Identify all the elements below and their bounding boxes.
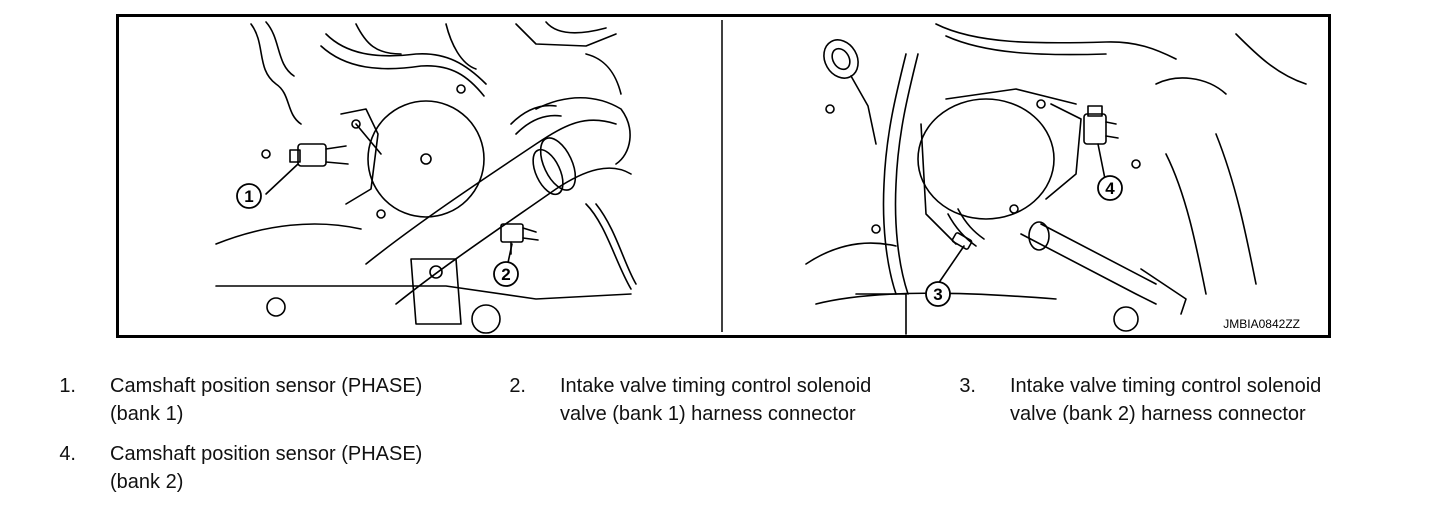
- legend-item-number: 2.: [509, 375, 526, 397]
- legend-item-number: 1.: [59, 375, 76, 397]
- callout-2: 2: [493, 261, 519, 287]
- svg-text:4: 4: [1105, 179, 1115, 198]
- legend-item-text: Intake valve timing control solenoid val…: [1010, 375, 1322, 425]
- svg-text:3: 3: [933, 285, 942, 304]
- figure-frame: [116, 14, 1331, 338]
- svg-text:2: 2: [501, 265, 510, 284]
- svg-text:1: 1: [244, 187, 253, 206]
- legend-item-text: Intake valve timing control solenoid val…: [560, 375, 872, 425]
- engine-diagram-svg: 1 2: [116, 14, 1331, 338]
- callout-1: 1: [236, 183, 262, 209]
- legend-item-number: 4.: [59, 443, 76, 465]
- engine-diagram-figure: 1 2: [116, 14, 1331, 338]
- legend-item-text: Camshaft position sensor (PHASE) (bank 1…: [110, 375, 423, 425]
- left-engine-view: [215, 21, 637, 334]
- callout-3: 3: [925, 281, 951, 307]
- callout-4: 4: [1097, 175, 1123, 201]
- figure-code: JMBIA0842ZZ: [1223, 317, 1300, 331]
- legend-item-number: 3.: [959, 375, 976, 397]
- right-engine-view: [805, 23, 1307, 335]
- legend-item-text: Camshaft position sensor (PHASE) (bank 2…: [110, 443, 423, 493]
